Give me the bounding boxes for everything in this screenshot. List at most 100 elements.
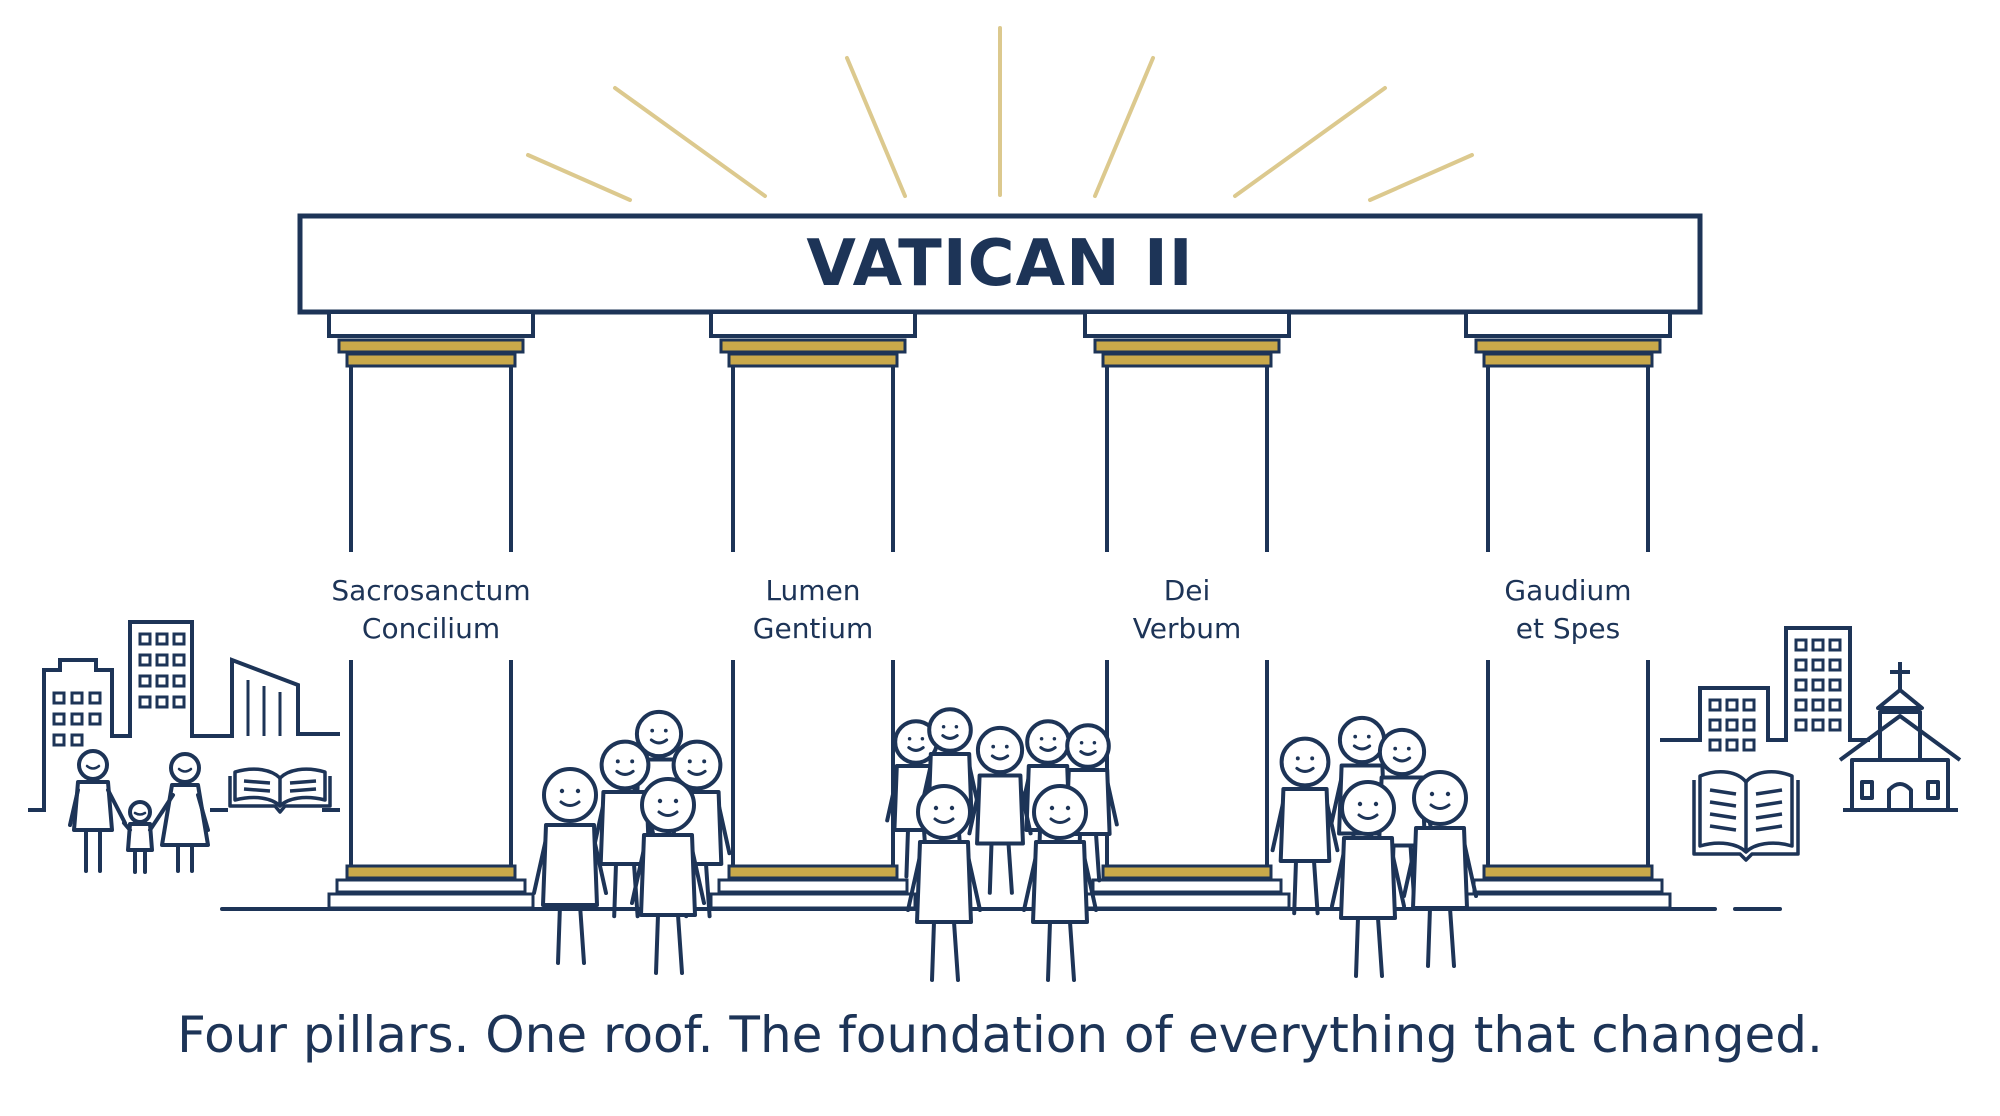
person-leg <box>1354 916 1360 978</box>
person-eye <box>657 798 663 804</box>
person-head <box>1025 719 1071 765</box>
person-eye <box>1393 746 1398 751</box>
pillar-gold-band <box>345 352 517 368</box>
person-eye <box>615 759 620 764</box>
person-head <box>1065 723 1111 769</box>
person-head <box>1337 715 1387 765</box>
person-eye <box>1004 744 1009 749</box>
person-leg <box>1376 916 1384 978</box>
pillar-base <box>1091 878 1283 894</box>
pillar-label-line: Concilium <box>361 612 501 645</box>
person-eye <box>949 805 955 811</box>
person-eye <box>1429 791 1435 797</box>
open-book-icon <box>228 767 332 814</box>
person-smile <box>1357 813 1379 820</box>
pillar-label-gaudium-et-spes: Gaudium et Spes <box>1458 572 1678 648</box>
person-leg <box>1426 906 1432 968</box>
person-leg <box>1006 841 1014 895</box>
person-smile <box>1049 817 1071 824</box>
person-leg <box>1448 906 1456 968</box>
person-leg <box>1046 920 1052 982</box>
person-head <box>1377 727 1427 777</box>
person-smile <box>1392 756 1412 763</box>
person-figure <box>1402 770 1478 968</box>
pillar-label-line: Gentium <box>752 612 874 645</box>
person-leg <box>612 862 618 919</box>
person-body <box>1339 836 1397 920</box>
pillar-gold-band <box>1474 338 1662 354</box>
pillar-base <box>1464 892 1672 910</box>
person-body <box>1031 840 1089 924</box>
caption: Four pillars. One roof. The foundation o… <box>177 1006 1823 1064</box>
person-head <box>1279 736 1331 788</box>
person-smile <box>649 738 669 745</box>
pillar-label-sacrosanctum-concilium: Sacrosanctum Concilium <box>321 572 541 648</box>
person-body <box>1411 826 1469 910</box>
person-eye <box>1049 805 1055 811</box>
pillar-base <box>327 892 535 910</box>
person-leg <box>930 920 936 982</box>
person-smile <box>687 769 707 776</box>
person-head <box>916 784 972 840</box>
roof-beam <box>297 213 1703 315</box>
person-figure <box>1330 780 1406 978</box>
sun-rays-icon <box>526 26 1474 202</box>
person-smile <box>1429 803 1451 810</box>
pillar-label-line: Lumen <box>765 574 861 607</box>
person-eye <box>1353 734 1358 739</box>
pillar-capital <box>709 310 917 338</box>
crowd-icon <box>1270 715 1478 978</box>
person-head <box>640 777 696 833</box>
person-eye <box>991 744 996 749</box>
pillar-label-line: Gaudium <box>1504 574 1632 607</box>
person-leg <box>1094 832 1102 883</box>
person-smile <box>941 734 959 740</box>
pillar-gold-band <box>1482 352 1654 368</box>
person-head <box>671 739 723 791</box>
pillar-gold-band <box>1482 864 1654 880</box>
person-eye <box>650 728 655 733</box>
person-smile <box>1352 744 1372 751</box>
pillar-base <box>717 878 909 894</box>
person-body <box>639 833 697 917</box>
roof-title: VATICAN II <box>806 227 1194 301</box>
pillar-gold-band <box>727 864 899 880</box>
person-leg <box>556 903 562 965</box>
person-body <box>1278 787 1332 863</box>
pillar-label-lumen-gentium: Lumen Gentium <box>703 572 923 648</box>
person-eye <box>1065 805 1071 811</box>
person-leg <box>952 920 960 982</box>
person-figure <box>630 777 706 975</box>
person-figure <box>1022 784 1098 982</box>
pillar-label-line: Dei <box>1163 574 1211 607</box>
pillar-label-line: Verbum <box>1132 612 1242 645</box>
person-head <box>1412 770 1468 826</box>
person-leg <box>654 913 660 975</box>
pillar-gold-band <box>1101 864 1273 880</box>
person-head <box>599 739 651 791</box>
person-head <box>542 767 598 823</box>
person-smile <box>907 746 925 752</box>
person-smile <box>933 817 955 824</box>
crowd-icon <box>885 707 1119 982</box>
person-eye <box>1373 801 1379 807</box>
pillar-base <box>1083 892 1291 910</box>
pillar-gold-band <box>1093 338 1281 354</box>
person-eye <box>1295 756 1300 761</box>
pillar-capital <box>1083 310 1291 338</box>
person-head <box>975 725 1025 775</box>
person-smile <box>1295 766 1315 773</box>
person-eye <box>920 737 925 741</box>
person-head <box>1032 784 1088 840</box>
pillar <box>1464 310 1672 910</box>
person-leg <box>1312 859 1320 916</box>
city-buildings-icon <box>28 620 340 812</box>
person-eye <box>1052 737 1057 741</box>
person-eye <box>1366 734 1371 739</box>
pillar-gold-band <box>719 338 907 354</box>
person-eye <box>1406 746 1411 751</box>
pillar-base <box>1472 878 1664 894</box>
pillars-group <box>327 310 1672 910</box>
person-body <box>975 773 1025 846</box>
